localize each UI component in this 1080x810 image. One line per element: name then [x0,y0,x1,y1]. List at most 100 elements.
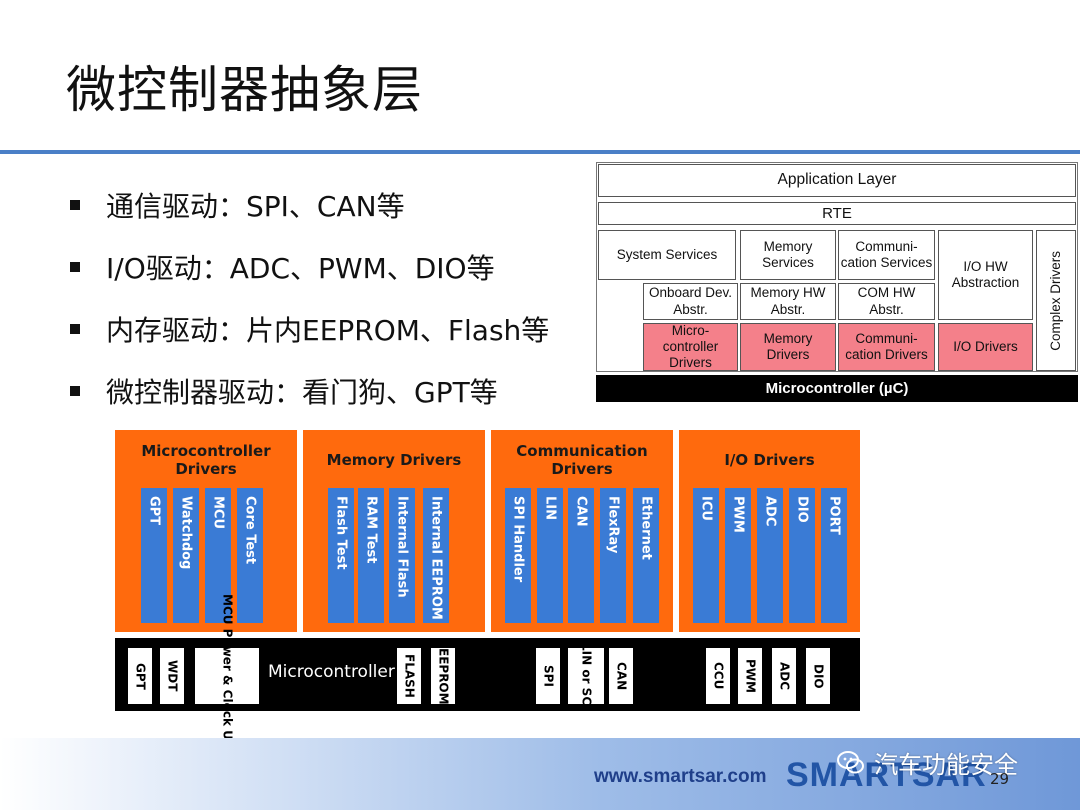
communication-drivers-box: Communi- cation Drivers [838,323,935,371]
slide-title: 微控制器抽象层 [66,61,423,119]
memory-drivers-title: Memory Drivers [326,451,462,469]
hw-mcu-power-clock-unit-label: MCU Power & Clock Unit [220,593,235,759]
bullet-item-4: 微控制器驱动：看门狗、GPT等 [70,371,498,411]
bullet-item-1: 通信驱动：SPI、CAN等 [70,185,405,225]
hw-dio-label: DIO [811,663,826,689]
driver-core-test-label: Core Test [242,496,258,565]
driver-icu-label: ICU [698,496,714,521]
driver-core-test: Core Test [237,488,263,623]
bullet-text-3: 内存驱动：片内EEPROM、Flash等 [106,314,550,347]
application-layer-box: Application Layer [598,164,1076,197]
hw-gpt-label: GPT [133,662,148,690]
driver-spi-handler: SPI Handler [505,488,531,623]
driver-ethernet: Ethernet [633,488,659,623]
driver-port-label: PORT [826,496,842,535]
microcontroller-drivers-box: Micro- controller Drivers [643,323,738,371]
page-number: 29 [990,770,1010,788]
hw-eeprom: EEPROM [431,648,455,704]
driver-gpt: GPT [141,488,167,623]
hw-lin-or-sci: LIN or SCI [568,643,604,709]
driver-internal-flash-label: Internal Flash [394,496,410,598]
footer-url: www.smartsar.com [594,766,767,787]
hw-dio: DIO [806,648,830,704]
title-divider [0,150,1080,154]
driver-ethernet-label: Ethernet [638,496,654,560]
communication-services-box: Communi- cation Services [838,230,935,280]
driver-pwm: PWM [725,488,751,623]
wechat-watermark: 汽车功能安全 [836,745,1018,780]
driver-pwm-label: PWM [730,496,746,533]
driver-mcu-label: MCU [210,496,226,530]
microcontroller-label: Microcontroller [268,662,395,682]
bullet-square-icon [70,386,80,396]
onboard-device-abstraction-box: Onboard Dev. Abstr. [643,283,738,320]
driver-watchdog-label: Watchdog [178,496,194,570]
driver-flash-test-label: Flash Test [333,496,349,570]
driver-watchdog: Watchdog [173,488,199,623]
hw-spi-label: SPI [541,665,556,687]
bullet-square-icon [70,262,80,272]
bullet-text-4: 微控制器驱动：看门狗、GPT等 [106,376,498,409]
driver-adc: ADC [757,488,783,623]
microcontroller-layer-box: Microcontroller (µC) [596,375,1078,402]
system-services-box: System Services [598,230,736,280]
hw-can-label: CAN [614,661,629,691]
hw-flash: FLASH [397,648,421,704]
driver-gpt-label: GPT [146,496,162,526]
driver-ram-test-label: RAM Test [363,496,379,564]
bullet-text-1: 通信驱动：SPI、CAN等 [106,190,405,223]
hw-lin-or-sci-label: LIN or SCI [579,642,594,710]
bullet-square-icon [70,324,80,334]
driver-flash-test: Flash Test [328,488,354,623]
hw-can: CAN [609,648,633,704]
driver-spi-handler-label: SPI Handler [510,496,526,583]
bullet-item-3: 内存驱动：片内EEPROM、Flash等 [70,309,549,349]
driver-mcu: MCU [205,488,231,623]
memory-services-box: Memory Services [740,230,836,280]
hw-pwm: PWM [738,648,762,704]
hw-pwm-label: PWM [743,659,758,693]
memory-hw-abstraction-box: Memory HW Abstr. [740,283,836,320]
hw-eeprom-label: EEPROM [436,647,451,705]
io-drivers-title: I/O Drivers [724,451,815,469]
hw-ccu: CCU [706,648,730,704]
driver-ram-test: RAM Test [358,488,384,623]
driver-can-label: CAN [573,496,589,527]
driver-port: PORT [821,488,847,623]
io-drivers-box: I/O Drivers [938,323,1033,371]
bullet-item-2: I/O驱动：ADC、PWM、DIO等 [70,247,495,287]
driver-icu: ICU [693,488,719,623]
hw-wdt: WDT [160,648,184,704]
driver-internal-flash: Internal Flash [389,488,415,623]
hw-mcu-power-clock-unit: MCU Power & Clock Unit [195,594,259,758]
hw-flash-label: FLASH [402,654,417,698]
microcontroller-drivers-title: Microcontroller Drivers [141,442,271,478]
communication-drivers-title: Communication Drivers [516,442,648,478]
hw-gpt: GPT [128,648,152,704]
driver-internal-eeprom-label: Internal EEPROM [428,496,444,620]
smartsar-logo: SMARTSAR [786,756,987,794]
hw-ccu-label: CCU [711,662,726,690]
driver-lin-label: LIN [542,496,558,521]
hw-adc-label: ADC [777,661,792,691]
hw-spi: SPI [536,648,560,704]
driver-flexray-label: FlexRay [605,496,621,554]
driver-adc-label: ADC [762,496,778,527]
driver-can: CAN [568,488,594,623]
wechat-icon [837,750,864,773]
bullet-square-icon [70,200,80,210]
io-hw-abstraction-box: I/O HW Abstraction [938,230,1033,320]
driver-internal-eeprom: Internal EEPROM [423,488,449,623]
memory-drivers-box: Memory Drivers [740,323,836,371]
rte-box: RTE [598,202,1076,225]
complex-drivers-label: Complex Drivers [1047,250,1063,351]
driver-lin: LIN [537,488,563,623]
complex-drivers-box: Complex Drivers [1036,230,1076,371]
hw-wdt-label: WDT [165,660,180,692]
footer-band [0,738,1080,810]
com-hw-abstraction-box: COM HW Abstr. [838,283,935,320]
watermark-text: 汽车功能安全 [874,751,1018,779]
driver-dio-label: DIO [794,496,810,523]
driver-dio: DIO [789,488,815,623]
driver-flexray: FlexRay [600,488,626,623]
